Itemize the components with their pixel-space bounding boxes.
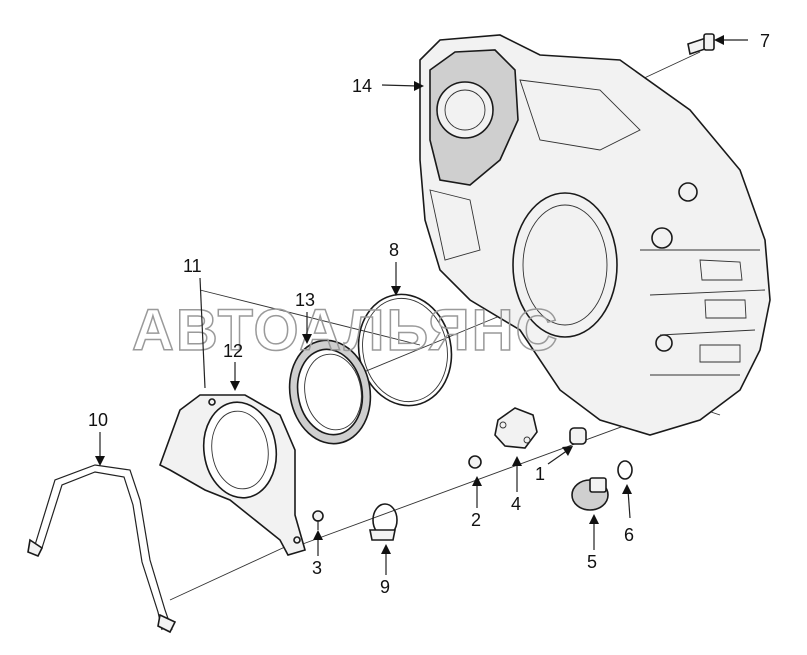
callout-14: 14 bbox=[352, 76, 372, 96]
plug-part-5 bbox=[571, 477, 609, 511]
dowel-part-1 bbox=[569, 427, 587, 445]
callout-7: 7 bbox=[760, 31, 770, 51]
callout-9: 9 bbox=[380, 577, 390, 597]
bolt-part-7 bbox=[687, 33, 715, 56]
callout-6: 6 bbox=[624, 525, 634, 545]
callout-2: 2 bbox=[471, 510, 481, 530]
cover-plate-part-4 bbox=[494, 407, 538, 449]
callout-labels: 7 14 8 11 13 12 10 1 4 2 6 5 3 9 bbox=[88, 31, 770, 597]
washer-part-6 bbox=[617, 460, 633, 480]
callout-12: 12 bbox=[223, 341, 243, 361]
oil-seal-part-13 bbox=[288, 339, 372, 445]
clamp-part-9 bbox=[369, 503, 398, 541]
gasket-part-10 bbox=[27, 464, 177, 634]
callout-leaders bbox=[95, 35, 748, 575]
callout-4: 4 bbox=[511, 494, 521, 514]
callout-11: 11 bbox=[183, 256, 202, 276]
callout-1: 1 bbox=[535, 464, 545, 484]
watermark-text: АВТОАЛЬЯНС bbox=[132, 298, 559, 363]
bolt-part-3 bbox=[312, 510, 324, 530]
seal-carrier-part-12 bbox=[159, 394, 306, 556]
callout-13: 13 bbox=[295, 290, 315, 310]
flywheel-housing bbox=[419, 34, 771, 436]
callout-3: 3 bbox=[312, 558, 322, 578]
screw-part-2 bbox=[468, 455, 482, 469]
callout-10: 10 bbox=[88, 410, 108, 430]
callout-8: 8 bbox=[389, 240, 399, 260]
callout-5: 5 bbox=[587, 552, 597, 572]
